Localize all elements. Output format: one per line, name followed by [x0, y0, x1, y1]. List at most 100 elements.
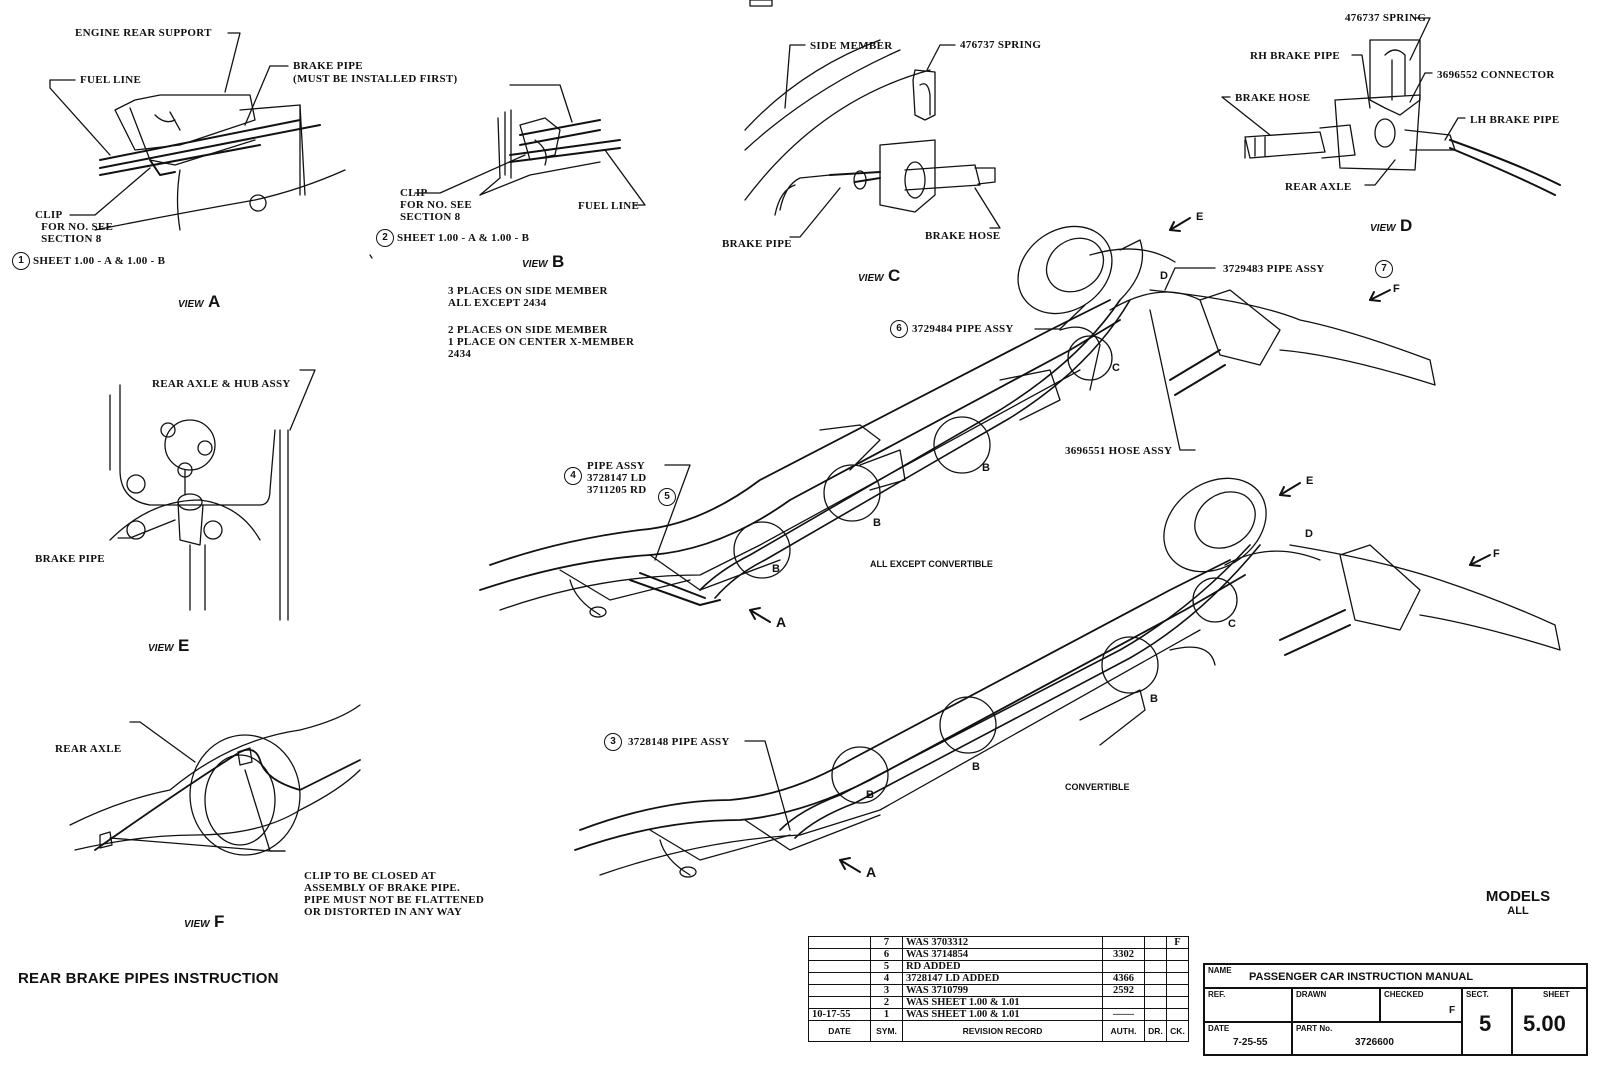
header-ck: CK. [1166, 1020, 1189, 1042]
revision-cell-record: RD ADDED [902, 960, 1103, 973]
revision-cell-date [808, 936, 871, 949]
circle-label-c-top: C [1112, 362, 1120, 374]
title-block-sect: SECT. 5 [1462, 988, 1512, 1055]
circle-label-d-top: D [1160, 270, 1168, 282]
label-pipe-assy-7: 3729483 PIPE ASSY [1223, 263, 1325, 275]
arrow-label-f-top: F [1393, 283, 1400, 295]
title-block-drawn: DRAWN [1292, 988, 1380, 1022]
header-record: REVISION RECORD [902, 1020, 1103, 1042]
title-block: NAME PASSENGER CAR INSTRUCTION MANUAL RE… [1203, 963, 1588, 1056]
label-clip-note: CLIP TO BE CLOSED AT ASSEMBLY OF BRAKE P… [304, 870, 485, 918]
label-places-2: 2 PLACES ON SIDE MEMBER 1 PLACE ON CENTE… [448, 324, 635, 360]
revision-cell-auth: 2592 [1102, 984, 1145, 997]
circle-label-b-5: B [972, 761, 980, 773]
revision-cell-dr [1144, 1008, 1167, 1021]
view-title-a: VIEW A [178, 292, 221, 311]
label-rear-axle-d: REAR AXLE [1285, 181, 1352, 193]
callout-3: 3 [604, 733, 622, 751]
page-title: REAR BRAKE PIPES INSTRUCTION [18, 970, 279, 987]
revision-cell-date [808, 972, 871, 985]
revision-cell-sym: 1 [870, 1008, 903, 1021]
label-fuel-line-b: FUEL LINE [578, 200, 640, 212]
header-dr: DR. [1144, 1020, 1167, 1042]
revision-cell-auth [1102, 936, 1145, 949]
label-brake-pipe-e: BRAKE PIPE [35, 553, 105, 565]
label-brake-pipe-c: BRAKE PIPE [722, 238, 792, 250]
revision-cell-ck: F [1166, 936, 1189, 949]
revision-cell-sym: 7 [870, 936, 903, 949]
revision-cell-sym: 5 [870, 960, 903, 973]
revision-cell-auth: 3302 [1102, 948, 1145, 961]
arrow-label-f-bottom: F [1493, 548, 1500, 560]
revision-cell-ck [1166, 960, 1189, 973]
label-brake-pipe-first-note: (MUST BE INSTALLED FIRST) [293, 73, 458, 85]
revision-cell-date [808, 984, 871, 997]
label-rear-axle-hub: REAR AXLE & HUB ASSY [152, 378, 291, 390]
label-fuel-line-a: FUEL LINE [80, 74, 142, 86]
callout-4: 4 [564, 467, 582, 485]
view-d-drawing [1244, 39, 1561, 196]
label-places-1: 3 PLACES ON SIDE MEMBER ALL EXCEPT 2434 [448, 285, 608, 309]
circle-label-d-bottom: D [1305, 528, 1313, 540]
revision-cell-ck [1166, 1008, 1189, 1021]
title-block-checked: CHECKED F [1380, 988, 1462, 1022]
revision-cell-dr [1144, 996, 1167, 1009]
label-all-except-convertible: ALL EXCEPT CONVERTIBLE [870, 559, 993, 569]
revision-cell-record: 3728147 LD ADDED [902, 972, 1103, 985]
revision-cell-dr [1144, 936, 1167, 949]
revision-cell-ck [1166, 984, 1189, 997]
revision-cell-auth: —— [1102, 1008, 1145, 1021]
revision-cell-sym: 3 [870, 984, 903, 997]
chassis-top [479, 225, 1436, 618]
title-block-part-no: PART No. 3726600 [1292, 1022, 1462, 1055]
label-side-member: SIDE MEMBER [810, 40, 893, 52]
chassis-bottom [574, 477, 1561, 878]
view-title-b: VIEW B [522, 252, 565, 271]
revision-cell-dr [1144, 948, 1167, 961]
circle-label-b-4: B [866, 789, 874, 801]
title-block-date: DATE 7-25-55 [1204, 1022, 1292, 1055]
revision-cell-date [808, 960, 871, 973]
label-engine-rear-support: ENGINE REAR SUPPORT [75, 27, 212, 39]
revision-cell-date [808, 996, 871, 1009]
title-block-ref: REF. [1204, 988, 1292, 1022]
callout-7: 7 [1375, 260, 1393, 278]
label-lh-brake-pipe: LH BRAKE PIPE [1470, 114, 1560, 126]
label-clip-b-sheet: SHEET 1.00 - A & 1.00 - B [397, 232, 530, 244]
revision-cell-record: WAS SHEET 1.00 & 1.01 [902, 1008, 1103, 1021]
revision-table-header: DATE SYM. REVISION RECORD AUTH. DR. CK. [808, 1020, 1189, 1042]
revision-cell-dr [1144, 960, 1167, 973]
revision-cell-record: WAS SHEET 1.00 & 1.01 [902, 996, 1103, 1009]
label-clip-a-sheet: SHEET 1.00 - A & 1.00 - B [33, 255, 166, 267]
view-f-drawing [69, 704, 361, 856]
section-number: 5 [1479, 1011, 1492, 1036]
callout-6: 6 [890, 320, 908, 338]
callout-1: 1 [12, 252, 30, 270]
view-title-d: VIEW D [1370, 216, 1413, 235]
revision-cell-record: WAS 3703312 [902, 936, 1103, 949]
view-title-c: VIEW C [858, 266, 901, 285]
revision-cell-record: WAS 3714854 [902, 948, 1103, 961]
circle-label-b-1: B [772, 563, 780, 575]
circle-label-c-bottom: C [1228, 618, 1236, 630]
title-block-sheet: SHEET 5.00 [1512, 988, 1587, 1055]
part-number: 3726600 [1355, 1037, 1394, 1048]
callout-2: 2 [376, 229, 394, 247]
arrow-label-e-top: E [1196, 211, 1204, 223]
label-brake-hose-d: BRAKE HOSE [1235, 92, 1311, 104]
label-spring-d: 476737 SPRING [1345, 12, 1427, 24]
revision-cell-dr [1144, 984, 1167, 997]
revision-cell-sym: 2 [870, 996, 903, 1009]
view-title-e: VIEW E [148, 636, 190, 655]
arrow-label-a-bottom: A [866, 864, 877, 880]
circle-label-b-3: B [982, 462, 990, 474]
